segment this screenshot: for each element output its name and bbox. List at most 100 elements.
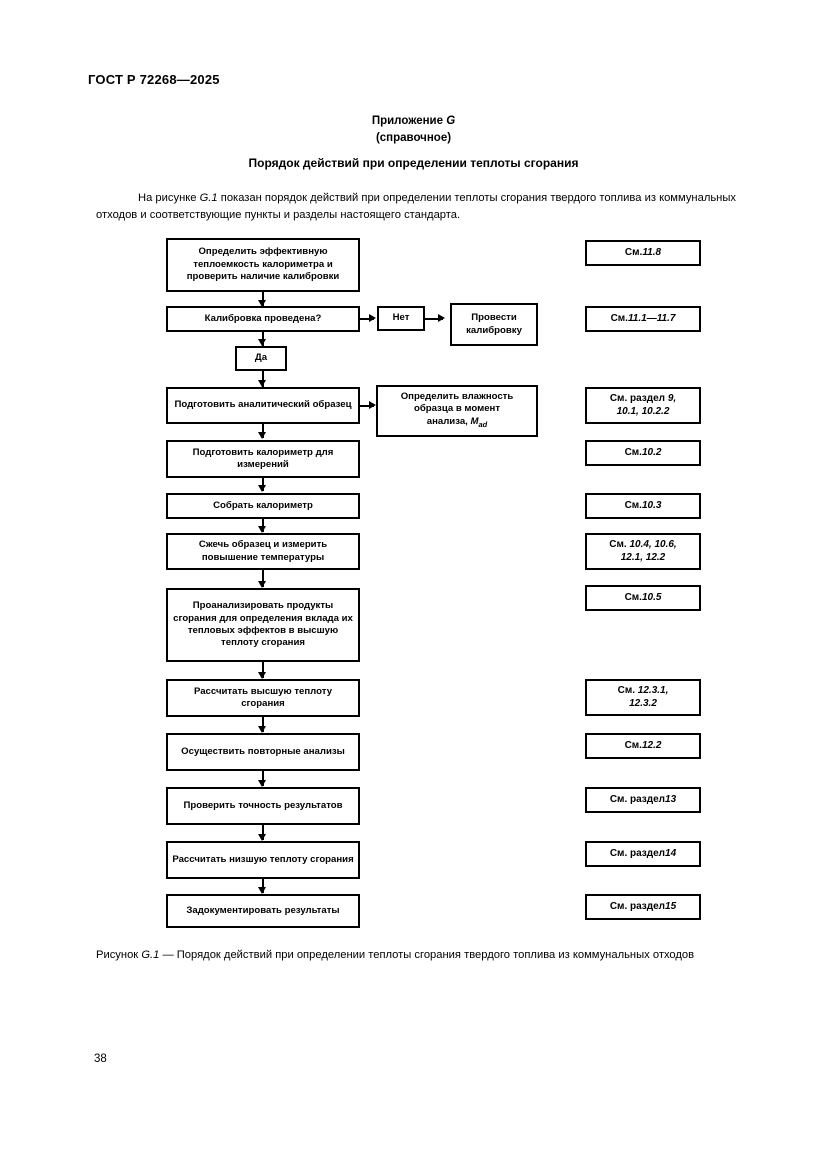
flow-node-repeat-analyses: Осуществить повторные анализы <box>166 733 360 771</box>
reference-box-11-8: См. 11.8 <box>585 240 701 266</box>
connector-n9-n10 <box>262 771 264 786</box>
reference-line-8b: 12.3.2 <box>629 698 657 711</box>
flow-node-determine-moisture: Определить влажность образца в момент ан… <box>376 385 538 437</box>
flow-node-calculate-gross-cv: Рассчитать высшую теплоту сгорания <box>166 679 360 717</box>
reference-line-3b: 10.1, 10.2.2 <box>617 406 670 419</box>
moisture-line-1: Определить влажность <box>400 390 514 402</box>
flow-node-check-precision: Проверить точность результатов <box>166 787 360 825</box>
flow-node-calibration-done: Калибровка проведена? <box>166 306 360 332</box>
reference-value-11: 14 <box>665 847 677 859</box>
reference-value-3b: 10.1, 10.2.2 <box>616 405 670 417</box>
reference-box-11-1-11-7: См. 11.1—11.7 <box>585 306 701 332</box>
reference-value-9: 12.2 <box>641 739 662 751</box>
reference-prefix-6: См. <box>609 538 630 550</box>
connector-n11-n12 <box>262 879 264 893</box>
connector-n2-no <box>360 318 374 320</box>
reference-value-4: 10.2 <box>641 446 662 458</box>
intro-text-part2: показан порядок действий при определении… <box>96 192 736 221</box>
reference-prefix-11: См. раздел <box>609 847 666 859</box>
annex-label: Приложение <box>371 115 444 127</box>
reference-box-section-9: См. раздел 9, 10.1, 10.2.2 <box>585 387 701 424</box>
reference-prefix-8: См. <box>617 684 638 696</box>
reference-prefix-10: См. раздел <box>609 793 666 805</box>
flow-node-determine-heat-capacity: Определить эффективную теплоемкость кало… <box>166 238 360 292</box>
reference-box-10-4-12-2: См. 10.4, 10.6, 12.1, 12.2 <box>585 533 701 570</box>
connector-n3-n4 <box>262 424 264 438</box>
reference-prefix-4: См. <box>624 446 642 458</box>
flow-node-burn-sample: Сжечь образец и измерить повышение темпе… <box>166 533 360 570</box>
reference-value-1: 11.8 <box>642 246 662 258</box>
caption-figure-ref: G.1 <box>141 949 160 961</box>
connector-n8-n9 <box>262 717 264 732</box>
reference-box-section-13: См. раздел 13 <box>585 787 701 813</box>
flow-node-yes-branch: Да <box>235 346 287 371</box>
arrow-n3-n4 <box>258 432 266 439</box>
arrow-no-calibrate <box>438 314 445 322</box>
annex-letter: G <box>446 115 456 127</box>
moisture-line-3-text: анализа, <box>426 415 468 427</box>
reference-value-3: 9, <box>667 392 677 404</box>
reference-prefix-5: См. <box>624 499 642 511</box>
flow-node-analyze-products: Проанализировать продукты сгорания для о… <box>166 588 360 662</box>
arrow-n7-n8 <box>258 672 266 679</box>
arrow-n5-n6 <box>258 526 266 533</box>
flow-node-perform-calibration: Провести калибровку <box>450 303 538 346</box>
arrow-n2-no <box>369 314 376 322</box>
reference-box-10-2: См. 10.2 <box>585 440 701 466</box>
flow-node-no-branch: Нет <box>377 306 425 331</box>
arrow-n3-moisture <box>369 401 376 409</box>
moisture-line-2: образца в момент <box>413 403 501 415</box>
reference-prefix-3: См. раздел <box>609 392 668 404</box>
connector-n6-n7 <box>262 570 264 587</box>
flow-node-assemble-calorimeter: Собрать калориметр <box>166 493 360 519</box>
intro-text-part1: На рисунке <box>138 192 200 204</box>
reference-line-3a: См. раздел 9, <box>610 393 676 406</box>
reference-value-7: 10.5 <box>641 591 662 603</box>
arrow-yes-n3 <box>258 380 266 387</box>
arrow-n1-n2 <box>258 300 266 307</box>
connector-n3-moisture <box>360 405 374 407</box>
moisture-symbol-main: M <box>470 415 479 427</box>
annex-label-line: Приложение G <box>0 113 827 130</box>
intro-figure-ref: G.1 <box>199 192 218 204</box>
connector-n4-n5 <box>262 478 264 491</box>
intro-paragraph: На рисунке G.1 показан порядок действий … <box>96 190 736 223</box>
reference-value-6b: 12.1, 12.2 <box>620 551 666 563</box>
moisture-line-3: анализа, Mad <box>427 416 488 431</box>
page-title: Порядок действий при определении теплоты… <box>248 156 579 170</box>
reference-line-6b: 12.1, 12.2 <box>621 552 665 565</box>
reference-prefix-2: См. <box>610 312 628 324</box>
arrow-n2-yes <box>258 339 266 346</box>
annex-kind: (справочное) <box>375 132 452 144</box>
flow-node-prepare-calorimeter: Подготовить калориметр для измерений <box>166 440 360 478</box>
reference-prefix-7: См. <box>624 591 642 603</box>
reference-prefix-12: См. раздел <box>609 900 666 912</box>
reference-value-8: 12.3.1, <box>637 684 669 696</box>
reference-line-6a: См. 10.4, 10.6, <box>609 539 676 552</box>
standard-header: ГОСТ Р 72268—2025 <box>88 72 220 87</box>
reference-value-6: 10.4, 10.6, <box>629 538 677 550</box>
arrow-n9-n10 <box>258 780 266 787</box>
reference-prefix-1: См. <box>624 246 643 258</box>
connector-n7-n8 <box>262 662 264 678</box>
caption-text: — Порядок действий при определении тепло… <box>159 949 695 961</box>
figure-caption: Рисунок G.1 — Порядок действий при опред… <box>96 948 776 963</box>
connector-n10-n11 <box>262 825 264 840</box>
connector-no-calibrate <box>425 318 443 320</box>
flow-node-prepare-sample: Подготовить аналитический образец <box>166 387 360 424</box>
reference-box-section-14: См. раздел 14 <box>585 841 701 867</box>
reference-value-8b: 12.3.2 <box>629 697 657 709</box>
moisture-symbol-sub: ad <box>478 419 488 429</box>
flow-node-calculate-net-cv: Рассчитать низшую теплоту сгорания <box>166 841 360 879</box>
arrow-n4-n5 <box>258 485 266 492</box>
page-number: 38 <box>94 1053 107 1065</box>
reference-value-5: 10.3 <box>641 499 662 511</box>
arrow-n11-n12 <box>258 887 266 894</box>
reference-box-10-3: См. 10.3 <box>585 493 701 519</box>
reference-box-12-3: См. 12.3.1, 12.3.2 <box>585 679 701 716</box>
connector-n1-n2 <box>262 292 264 306</box>
reference-prefix-9: См. <box>624 739 642 751</box>
arrow-n8-n9 <box>258 726 266 733</box>
reference-value-2: 11.1—11.7 <box>627 312 676 324</box>
